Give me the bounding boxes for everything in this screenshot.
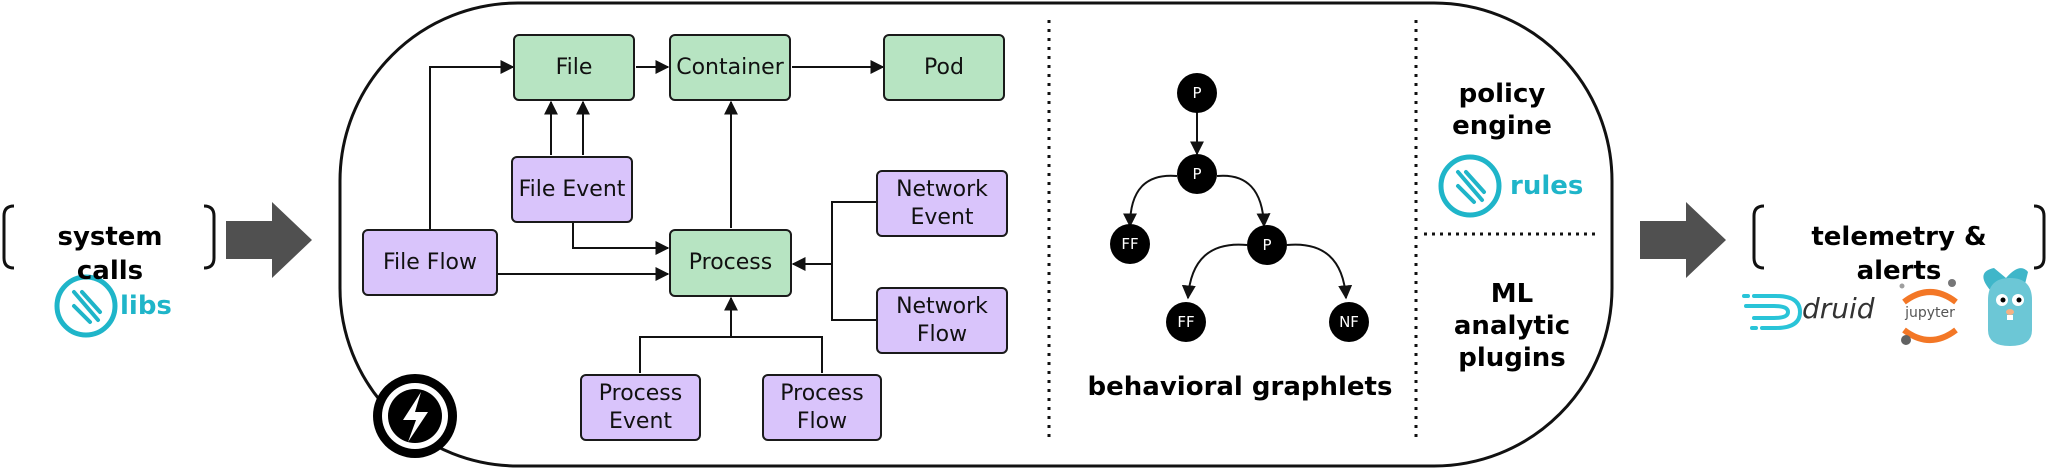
input-arrow-icon bbox=[226, 202, 312, 278]
druid-logo-icon bbox=[1742, 294, 1803, 330]
falco-logo-icon bbox=[1438, 154, 1502, 218]
graphlet-node-circles bbox=[1110, 73, 1369, 342]
input-title: system calls bbox=[57, 222, 163, 286]
graphlet-node-label: FF bbox=[1121, 235, 1139, 253]
graphlet-node-label: P bbox=[1192, 84, 1202, 102]
ml-line1: ML bbox=[1490, 279, 1534, 309]
node-process: Process bbox=[669, 229, 792, 297]
node-container: Container bbox=[669, 34, 791, 101]
graph-connectors bbox=[429, 60, 885, 373]
graphlet-node-label: FF bbox=[1177, 313, 1195, 331]
bracket-right-icon bbox=[203, 204, 216, 270]
policy-title-line2: engine bbox=[1452, 111, 1552, 141]
gopher-icon bbox=[1983, 268, 2032, 346]
bracket-left-icon bbox=[2, 204, 15, 270]
pipeline-container bbox=[338, 1, 1614, 468]
node-process-flow: Process Flow bbox=[762, 374, 882, 441]
graphlet-node-label: P bbox=[1192, 165, 1202, 183]
node-network-flow: Network Flow bbox=[876, 287, 1008, 354]
graphlet-node-label: P bbox=[1262, 236, 1272, 254]
node-process-event: Process Event bbox=[580, 374, 701, 441]
sysdig-logo-icon bbox=[373, 374, 457, 458]
bracket-left-icon bbox=[1752, 204, 1765, 270]
bracket-right-icon bbox=[2033, 204, 2046, 270]
druid-label: druid bbox=[1802, 292, 1875, 325]
node-network-event: Network Event bbox=[876, 170, 1008, 237]
node-file-event: File Event bbox=[511, 156, 633, 223]
output-arrow-icon bbox=[1640, 202, 1726, 278]
ml-line2: analytic bbox=[1453, 311, 1571, 341]
node-pod: Pod bbox=[883, 34, 1005, 101]
graphlet-edges bbox=[1123, 111, 1353, 300]
output-title: telemetry & alerts bbox=[1811, 222, 1987, 286]
policy-title-line1: policy bbox=[1458, 79, 1546, 109]
graphlet-title: behavioral graphlets bbox=[1087, 372, 1393, 402]
ml-line3: plugins bbox=[1458, 343, 1566, 373]
node-file: File bbox=[513, 34, 635, 101]
rules-label: rules bbox=[1510, 171, 1584, 201]
libs-label: libs bbox=[120, 291, 172, 321]
graphlet-node-label: NF bbox=[1339, 313, 1359, 331]
jupyter-logo-icon bbox=[1899, 279, 1958, 345]
jupyter-label: jupyter bbox=[1905, 305, 1955, 321]
node-file-flow: File Flow bbox=[362, 229, 498, 296]
falco-logo-icon bbox=[54, 274, 118, 338]
